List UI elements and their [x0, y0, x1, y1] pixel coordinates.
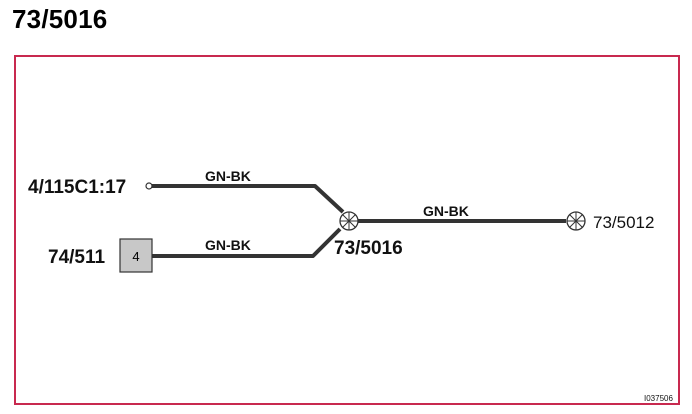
- wire-label-bottom: GN-BK: [205, 237, 251, 253]
- connector-box: [119, 238, 153, 273]
- page-title: 73/5016: [12, 4, 108, 34]
- wire-bottom-left: [152, 227, 342, 258]
- wire-top-left: [152, 184, 345, 214]
- terminal-open-circle: [145, 182, 153, 190]
- splice-label-73-5016: 73/5016: [334, 238, 403, 259]
- splice-icon-73-5016: [339, 211, 359, 231]
- figure-id-label: I037506: [644, 394, 673, 403]
- wire-label-right: GN-BK: [423, 203, 469, 219]
- terminal-label-4-115c1-17: 4/115C1:17: [28, 177, 126, 198]
- wire-label-top: GN-BK: [205, 168, 251, 184]
- splice-icon-73-5012: [566, 211, 586, 231]
- connector-pin-label: 4: [132, 249, 139, 264]
- component-label-74-511: 74/511: [48, 247, 105, 268]
- diagram-frame: [14, 55, 680, 405]
- splice-label-73-5012: 73/5012: [593, 213, 654, 232]
